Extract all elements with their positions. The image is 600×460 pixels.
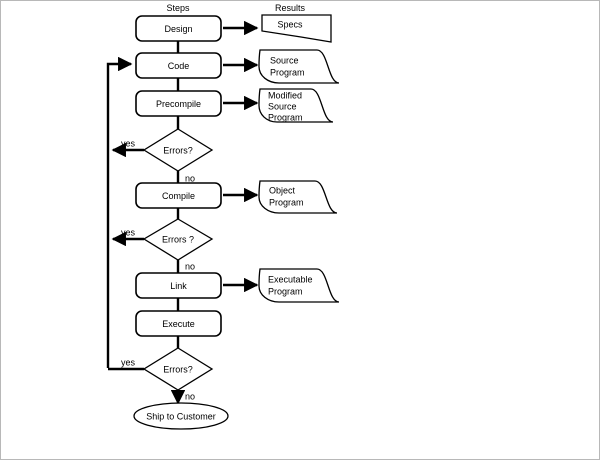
decision-label-errors-2: Errors ? <box>162 234 194 244</box>
step-node-ship-to-customer[interactable]: Ship to Customer <box>133 402 229 430</box>
step-shape-precompile <box>135 90 222 117</box>
edge-label-yes-2: yes <box>121 227 136 237</box>
result-node-modified-source-program[interactable]: Modified Source Program <box>258 88 334 123</box>
step-node-execute[interactable]: Execute <box>135 310 222 337</box>
step-label-compile: Compile <box>162 191 195 201</box>
result-node-object-program[interactable]: Object Program <box>258 180 338 214</box>
edge-label-yes-1: yes <box>121 138 136 148</box>
decision-shape-errors-3 <box>142 347 214 391</box>
result-node-executable-program[interactable]: Executable Program <box>258 268 340 303</box>
step-shape-execute <box>135 310 222 337</box>
step-node-compile[interactable]: Compile <box>135 182 222 209</box>
result-shape-source-program <box>258 49 340 84</box>
edge-label-no-1: no <box>185 173 195 183</box>
step-label-execute: Execute <box>162 319 195 329</box>
result-label-object-program-line-2: Program <box>269 197 304 207</box>
step-label-design: Design <box>164 24 192 34</box>
step-shape-design <box>135 15 222 42</box>
edge-label-no-2: no <box>185 261 195 271</box>
step-node-link[interactable]: Link <box>135 272 222 299</box>
result-shape-executable-program <box>258 268 340 303</box>
column-header-steps: Steps <box>166 3 190 13</box>
step-shape-code <box>135 52 222 79</box>
result-shape-object-program <box>258 180 338 214</box>
step-label-precompile: Precompile <box>156 99 201 109</box>
result-label-modified-source-program-line-1: Modified <box>268 90 302 100</box>
result-label-executable-program-line-1: Executable <box>268 274 313 284</box>
step-label-code: Code <box>168 61 190 71</box>
edge-label-no-3: no <box>185 391 195 401</box>
edge-label-yes-3: yes <box>121 357 136 367</box>
result-label-object-program-line-1: Object <box>269 185 296 195</box>
result-node-specs[interactable]: Specs <box>261 14 332 43</box>
decision-node-errors-2[interactable]: Errors ? <box>142 218 214 261</box>
result-shape-modified-source-program <box>258 88 334 123</box>
result-shape-specs <box>261 14 332 43</box>
result-node-source-program[interactable]: Source Program <box>258 49 340 84</box>
result-label-source-program-line-1: Source <box>270 55 299 65</box>
decision-node-errors-1[interactable]: Errors? <box>142 128 214 172</box>
step-shape-link <box>135 272 222 299</box>
step-node-design[interactable]: Design <box>135 15 222 42</box>
step-node-precompile[interactable]: Precompile <box>135 90 222 117</box>
step-shape-compile <box>135 182 222 209</box>
decision-label-errors-3: Errors? <box>163 364 193 374</box>
result-label-modified-source-program-line-3: Program <box>268 112 303 122</box>
decision-shape-errors-1 <box>142 128 214 172</box>
column-header-results: Results <box>275 3 306 13</box>
decision-shape-errors-2 <box>142 218 214 261</box>
step-shape-ship-to-customer <box>133 402 229 430</box>
decision-label-errors-1: Errors? <box>163 145 193 155</box>
result-label-executable-program-line-2: Program <box>268 286 303 296</box>
result-label-source-program-line-2: Program <box>270 67 305 77</box>
step-label-ship-to-customer: Ship to Customer <box>146 411 216 421</box>
result-label-modified-source-program-line-2: Source <box>268 101 297 111</box>
decision-node-errors-3[interactable]: Errors? <box>142 347 214 391</box>
step-label-link: Link <box>170 281 187 291</box>
step-node-code[interactable]: Code <box>135 52 222 79</box>
connector-feedback-loop-to-code <box>106 56 133 368</box>
result-label-specs: Specs <box>277 19 303 29</box>
